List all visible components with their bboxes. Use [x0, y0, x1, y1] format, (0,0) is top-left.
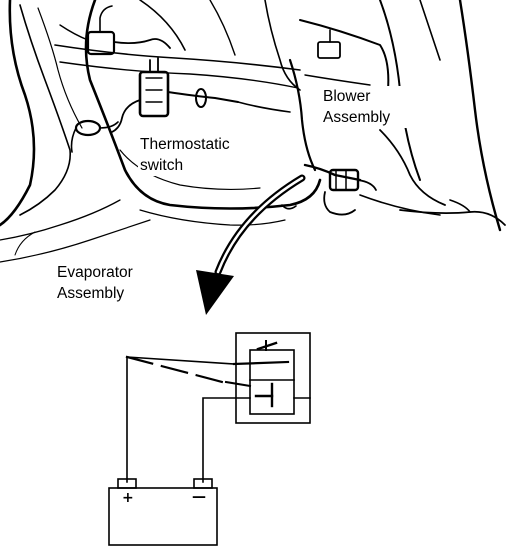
positive-lead-dashed	[125, 355, 232, 386]
switch-inner-box	[249, 349, 295, 415]
blower-assembly-label: Blower Assembly	[323, 88, 390, 126]
battery-terminal-negative	[193, 478, 213, 489]
switch-contacts-top	[256, 340, 278, 351]
mounting-bracket	[70, 119, 119, 153]
upper-duct	[54, 44, 301, 71]
housing-shadow-left	[19, 4, 72, 216]
evaporator-housing-outline	[0, 0, 322, 227]
negative-lead-wire	[202, 397, 251, 483]
pointer-arrow	[196, 174, 306, 315]
battery-body	[108, 487, 218, 546]
battery-positive-sign: +	[122, 490, 134, 506]
battery-terminal-positive	[117, 478, 137, 489]
wiring-connector-upper	[59, 5, 171, 56]
arrow-head	[196, 270, 234, 315]
thermostatic-switch-body	[111, 57, 239, 133]
switch-outer-box	[235, 332, 311, 424]
test-circuit-schematic	[108, 332, 311, 546]
blower-connector	[281, 163, 441, 216]
engine-bay-illustration	[0, 0, 506, 263]
thermostatic-switch-label: Thermostatic switch	[140, 136, 234, 174]
battery	[108, 478, 218, 546]
evaporator-assembly-label: Evaporator Assembly	[57, 264, 137, 302]
positive-lead-wire	[126, 356, 235, 483]
switch-contacts-bottom	[254, 382, 274, 408]
battery-negative-sign: —	[192, 489, 206, 505]
